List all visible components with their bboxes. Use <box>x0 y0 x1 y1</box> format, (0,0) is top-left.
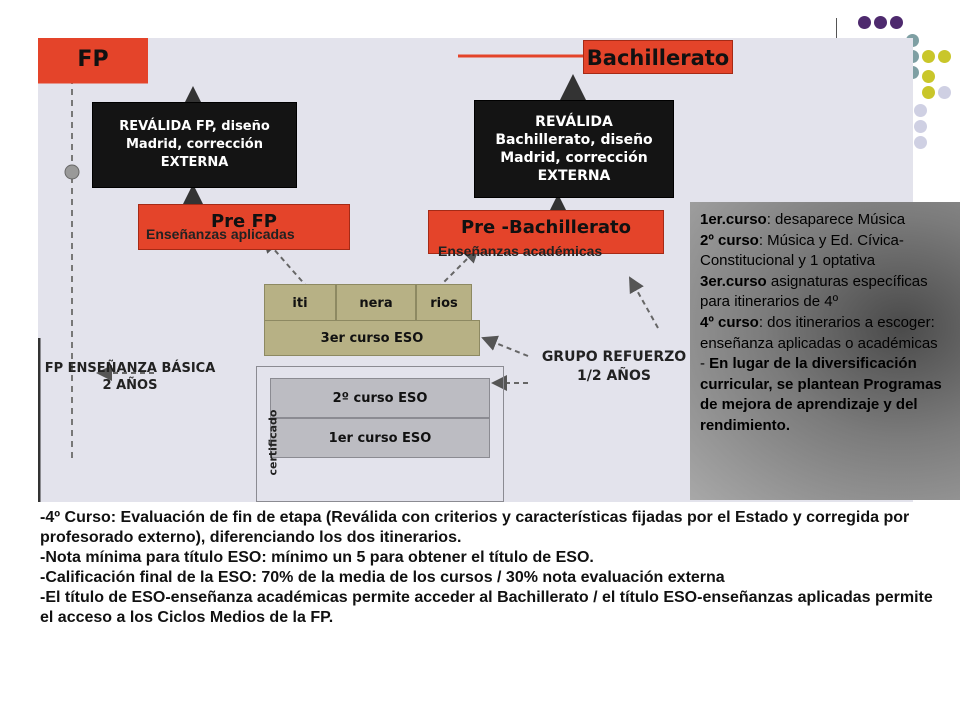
dot <box>858 16 871 29</box>
revalida-fp-line: Madrid, corrección <box>126 137 263 152</box>
dot <box>890 16 903 29</box>
revalida-bach-line: Bachillerato, diseño <box>495 132 653 148</box>
fp-basica-label: FP ENSEÑANZA BÁSICA 2 AÑOS <box>40 360 220 394</box>
fp-box: FP <box>38 38 148 82</box>
dot <box>914 120 927 133</box>
side-line-4: 4º curso: dos itinerarios a escoger: ens… <box>700 313 938 352</box>
dot <box>922 70 935 83</box>
dot <box>938 50 951 63</box>
bachillerato-box: Bachillerato <box>583 40 733 74</box>
note-paragraph: -Calificación final de la ESO: 70% de la… <box>40 569 725 586</box>
pre-bachillerato-box: Pre -Bachillerato <box>428 210 664 254</box>
note-paragraph: -Nota mínima para título ESO: mínimo un … <box>40 549 594 566</box>
bottom-notes: -4º Curso: Evaluación de fin de etapa (R… <box>40 508 945 628</box>
itinerario-box-2: nera <box>336 284 416 322</box>
fp-basica-line: FP ENSEÑANZA BÁSICA <box>44 361 216 376</box>
certificado-frame <box>256 366 504 502</box>
dot <box>914 136 927 149</box>
grupo-refuerzo-line: GRUPO REFUERZO <box>541 349 687 365</box>
revalida-fp-line: REVÁLIDA FP, diseño <box>119 119 270 134</box>
itinerario-box-1: iti <box>264 284 336 322</box>
ensenanzas-aplicadas-label: Enseñanzas aplicadas <box>146 226 295 242</box>
note-paragraph: -El título de ESO-enseñanza académicas p… <box>40 589 933 626</box>
revalida-bach-line: Madrid, corrección <box>500 150 648 166</box>
dot <box>874 16 887 29</box>
revalida-bach-line: EXTERNA <box>537 168 611 184</box>
dot <box>922 86 935 99</box>
revalida-fp-line: EXTERNA <box>160 155 229 170</box>
note-paragraph: -4º Curso: Evaluación de fin de etapa (R… <box>40 509 910 546</box>
ensenanzas-academicas-label: Enseñanzas académicas <box>438 243 603 259</box>
diagram-arrows <box>38 54 659 502</box>
divider-line <box>836 18 837 38</box>
curso-2-box: 2º curso ESO <box>270 378 490 418</box>
side-panel <box>690 202 960 500</box>
side-panel-text: 1er.curso: desaparece Música 2º curso: M… <box>700 210 952 437</box>
side-line-3: 3er.curso asignaturas específicas para i… <box>700 272 928 311</box>
certificado-label: certificado <box>266 409 280 476</box>
curso-3-box: 3er curso ESO <box>264 320 480 356</box>
itinerario-box-3: rios <box>416 284 472 322</box>
revalida-bach-box: REVÁLIDA Bachillerato, diseño Madrid, co… <box>474 100 674 198</box>
pre-fp-box: Pre FP <box>138 204 350 250</box>
dot <box>922 50 935 63</box>
fp-basica-line: 2 AÑOS <box>102 378 158 393</box>
grupo-refuerzo-label: GRUPO REFUERZO 1/2 AÑOS <box>534 348 694 386</box>
grupo-refuerzo-line: 1/2 AÑOS <box>576 368 651 384</box>
revalida-fp-box: REVÁLIDA FP, diseño Madrid, corrección E… <box>92 102 297 188</box>
dot <box>938 86 951 99</box>
revalida-bach-line: REVÁLIDA <box>535 114 613 130</box>
side-line-2: 2º curso: Música y Ed. Cívica-Constituci… <box>700 231 904 270</box>
side-line-1: 1er.curso: desaparece Música <box>700 211 906 228</box>
side-line-5: - En lugar de la diversificación curricu… <box>700 355 942 434</box>
dot <box>914 104 927 117</box>
curso-1-box: 1er curso ESO <box>270 418 490 458</box>
